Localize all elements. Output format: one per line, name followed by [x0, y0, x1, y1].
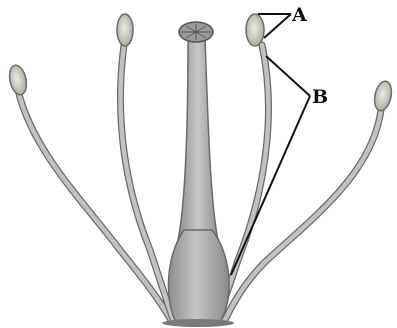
- stamen-far-left: [7, 64, 172, 322]
- style: [178, 38, 218, 240]
- receptacle: [162, 319, 234, 327]
- anther-far-left: [7, 64, 29, 97]
- ovary: [168, 230, 229, 322]
- anther-labelled: [246, 14, 264, 46]
- anther-mid-left: [117, 14, 133, 46]
- stamen-far-right: [224, 80, 394, 322]
- filament-far-right: [224, 110, 381, 322]
- pistil: [168, 22, 229, 322]
- label-a: A: [291, 4, 307, 26]
- stamen-mid-left: [117, 14, 174, 322]
- label-b: B: [312, 86, 328, 108]
- anther-far-right: [372, 80, 394, 113]
